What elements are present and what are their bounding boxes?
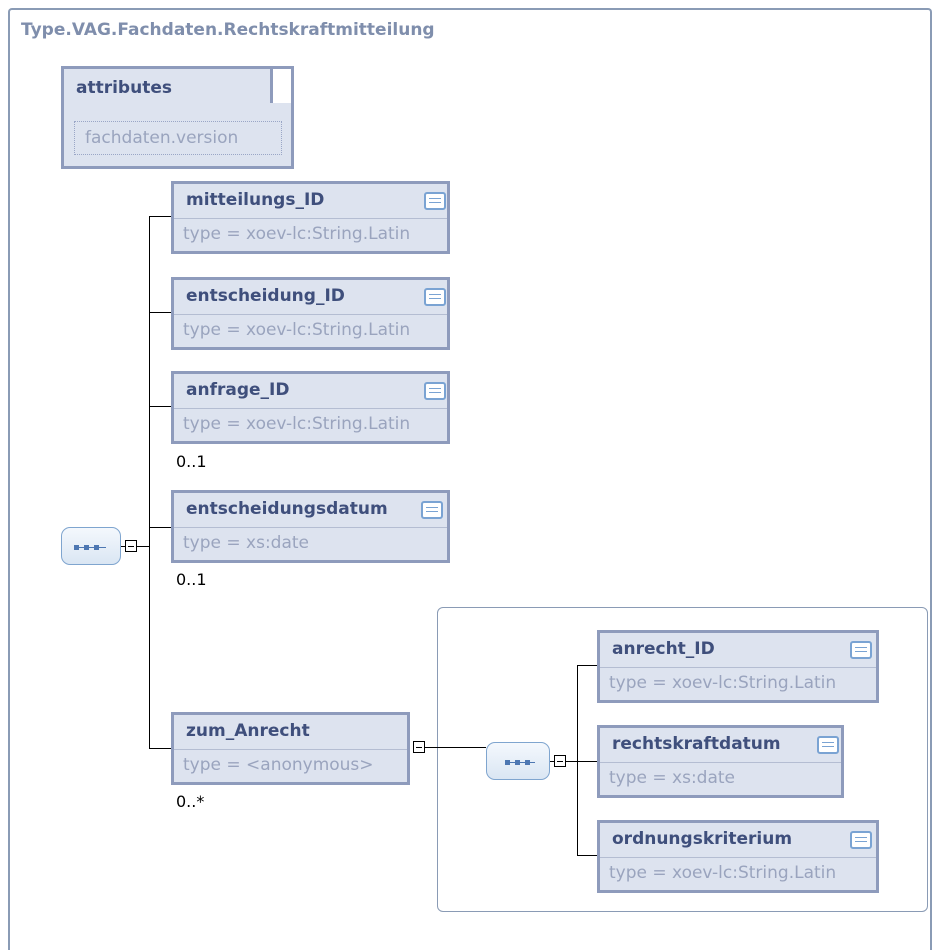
element-entscheidung-id[interactable]: entscheidung_ID type = xoev-lc:String.La… [171,277,450,350]
element-name: zum_Anrecht [186,721,310,741]
sequence-compositor[interactable] [486,742,550,780]
element-type: type = xs:date [609,768,736,788]
multiplicity-label: 0..1 [176,570,207,589]
multiplicity-label: 0..* [176,792,205,811]
element-name: ordnungskriterium [612,829,793,849]
element-zum-anrecht[interactable]: zum_Anrecht type = <anonymous> [171,712,410,785]
diagram-title: Type.VAG.Fachdaten.Rechtskraftmitteilung [21,20,435,40]
documentation-icon[interactable] [850,641,872,659]
sequence-compositor[interactable] [61,527,121,565]
attributes-tab [270,69,291,103]
element-anrecht-id[interactable]: anrecht_ID type = xoev-lc:String.Latin [597,630,879,703]
element-type: type = xs:date [183,533,310,553]
documentation-icon[interactable] [817,736,839,754]
multiplicity-label: 0..1 [176,452,207,471]
attributes-box[interactable]: attributes fachdaten.version [61,66,294,169]
documentation-icon[interactable] [424,382,446,400]
attribute-item[interactable]: fachdaten.version [74,121,282,155]
element-type: type = <anonymous> [183,755,374,775]
anonymous-type-group [437,607,928,912]
collapse-toggle[interactable] [413,741,425,753]
element-mitteilungs-id[interactable]: mitteilungs_ID type = xoev-lc:String.Lat… [171,181,450,254]
element-type: type = xoev-lc:String.Latin [609,673,837,693]
element-name: entscheidung_ID [186,286,345,306]
element-type: type = xoev-lc:String.Latin [183,224,411,244]
attributes-label: attributes [76,78,172,98]
documentation-icon[interactable] [424,192,446,210]
element-name: anrecht_ID [612,639,715,659]
element-name: mitteilungs_ID [186,190,325,210]
element-name: entscheidungsdatum [186,499,388,519]
element-entscheidungsdatum[interactable]: entscheidungsdatum type = xs:date [171,490,450,563]
documentation-icon[interactable] [424,288,446,306]
element-name: anfrage_ID [186,380,290,400]
element-name: rechtskraftdatum [612,734,781,754]
element-type: type = xoev-lc:String.Latin [183,320,411,340]
element-rechtskraftdatum[interactable]: rechtskraftdatum type = xs:date [597,725,844,798]
collapse-toggle[interactable] [125,540,137,552]
documentation-icon[interactable] [421,501,443,519]
element-type: type = xoev-lc:String.Latin [609,863,837,883]
element-ordnungskriterium[interactable]: ordnungskriterium type = xoev-lc:String.… [597,820,879,893]
documentation-icon[interactable] [850,831,872,849]
element-type: type = xoev-lc:String.Latin [183,414,411,434]
diagram-frame [8,8,932,950]
element-anfrage-id[interactable]: anfrage_ID type = xoev-lc:String.Latin [171,371,450,444]
collapse-toggle[interactable] [554,755,566,767]
